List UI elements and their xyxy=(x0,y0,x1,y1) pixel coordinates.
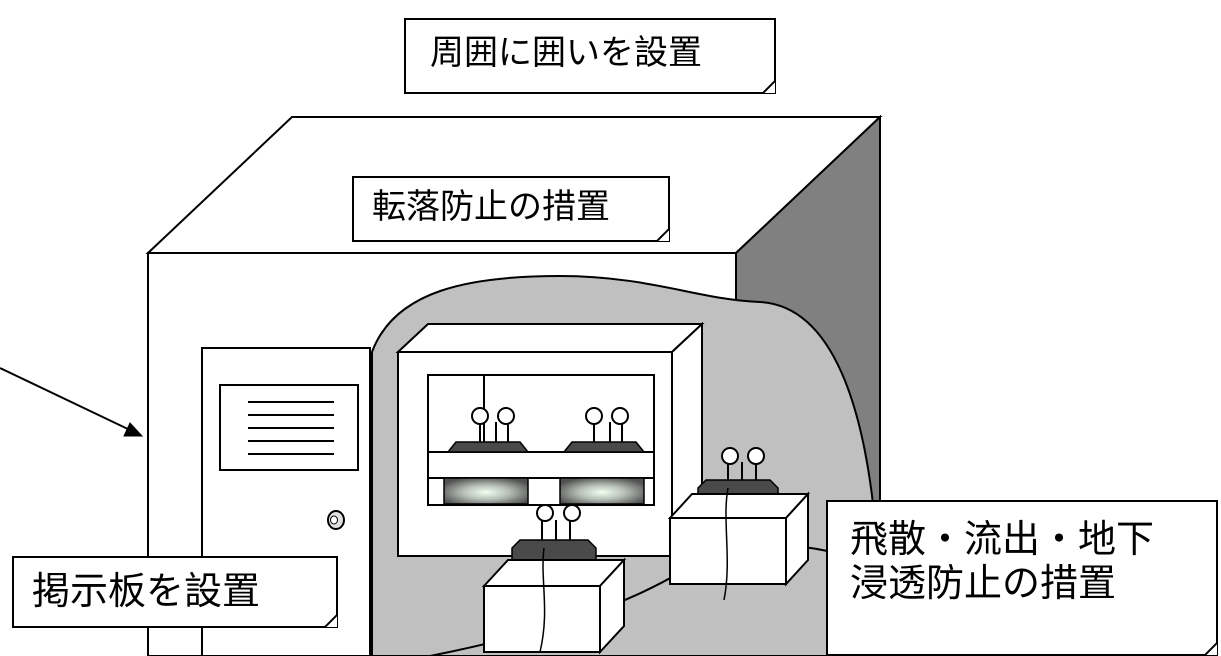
chemical-drum-in-tray xyxy=(481,504,627,655)
fence-label: 周囲に囲いを設置 xyxy=(430,33,702,73)
spill-prevention-callout: 飛散・流出・地下 浸透防止の措置 xyxy=(826,500,1218,656)
cabinet-shelf xyxy=(427,451,655,479)
cabinet-top xyxy=(395,323,705,353)
chemical-drum-in-tray xyxy=(667,447,811,601)
pointer-arrowhead xyxy=(123,422,144,437)
signboard-label: 掲示板を設置 xyxy=(32,569,261,613)
callout-fold-corner xyxy=(656,228,670,242)
chemical-drum xyxy=(559,407,646,505)
callout-fold-corner xyxy=(762,80,776,94)
fence-callout: 周囲に囲いを設置 xyxy=(404,18,776,94)
signboard-callout: 掲示板を設置 xyxy=(12,556,338,628)
door-knob-inner xyxy=(330,515,338,525)
pointer-arrow-line xyxy=(0,367,131,431)
callout-fold-corner xyxy=(1204,642,1218,656)
spill-label-line2: 浸透防止の措置 xyxy=(850,560,1117,605)
fall-prevention-callout: 転落防止の措置 xyxy=(352,176,670,242)
fall-prevention-label: 転落防止の措置 xyxy=(372,187,610,227)
chemical-drum xyxy=(443,407,530,505)
spill-label-line1: 飛散・流出・地下 xyxy=(850,517,1155,561)
callout-fold-corner xyxy=(324,614,338,628)
